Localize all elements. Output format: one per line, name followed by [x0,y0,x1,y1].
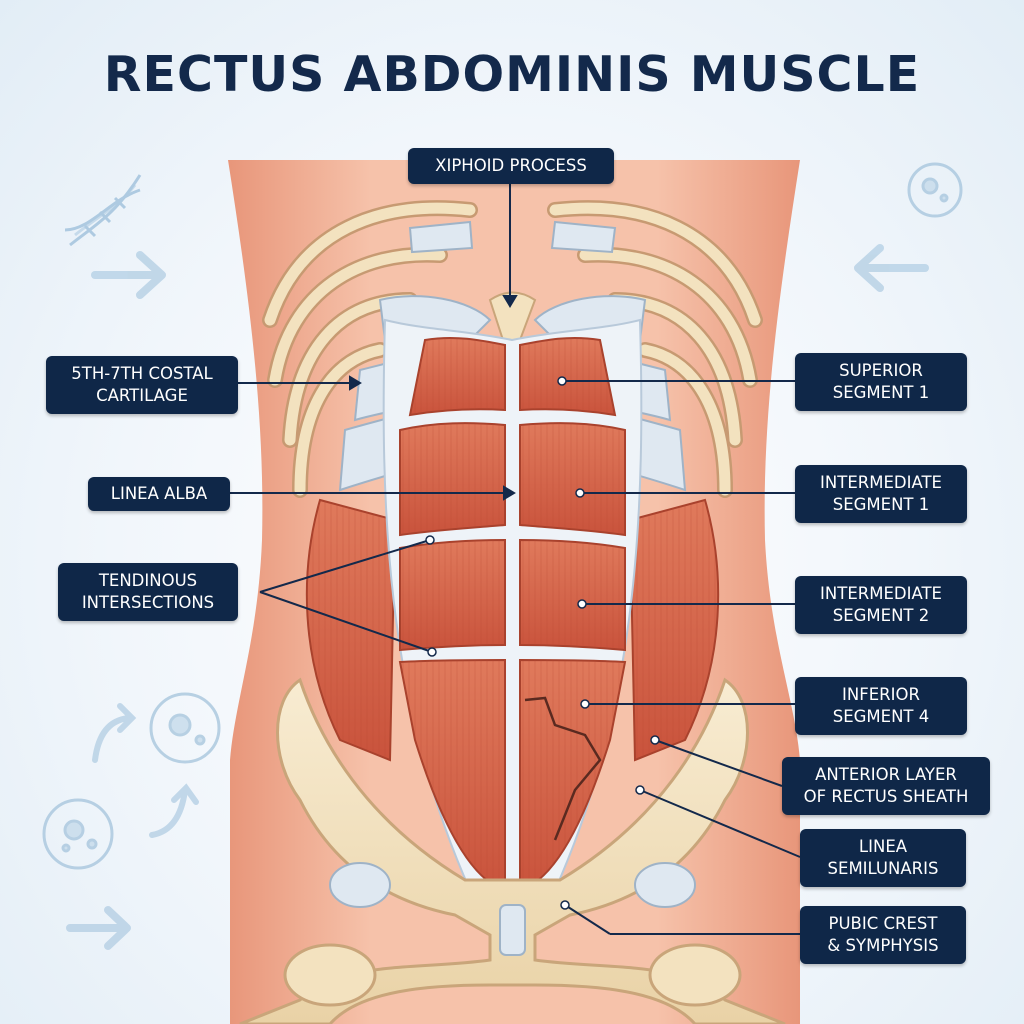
label-costal-cartilage: 5TH-7TH COSTAL CARTILAGE [46,356,238,414]
label-intermediate-segment-2: INTERMEDIATE SEGMENT 2 [795,576,967,634]
label-inferior-segment-4: INFERIOR SEGMENT 4 [795,677,967,735]
leader-dots [425,376,660,910]
cell-icon [907,162,963,218]
rectus-abdominis [398,336,627,892]
label-linea-semilunaris: LINEA SEMILUNARIS [800,829,966,887]
label-anterior-rectus-sheath: ANTERIOR LAYER OF RECTUS SHEATH [782,757,990,815]
label-pubic-crest-symphysis: PUBIC CREST & SYMPHYSIS [800,906,966,964]
oblique-muscles [305,498,720,762]
label-linea-alba: LINEA ALBA [88,477,230,511]
label-intermediate-segment-1: INTERMEDIATE SEGMENT 1 [795,465,967,523]
arrow-left-icon [854,244,929,292]
label-tendinous-intersections: TENDINOUS INTERSECTIONS [58,563,238,621]
cell-icon [42,798,114,870]
muscle-tear-detail [524,696,602,841]
page-title: RECTUS ABDOMINIS MUSCLE [103,46,921,103]
label-xiphoid-process: XIPHOID PROCESS [408,148,614,184]
pelvis [239,677,786,1024]
dna-icon [64,174,142,247]
curved-arrow-icon [92,703,199,838]
leader-lines [230,182,801,935]
arrow-right-icon [91,251,166,299]
cell-icon [149,692,221,764]
arrow-right-icon [66,906,131,950]
label-superior-segment-1: SUPERIOR SEGMENT 1 [795,353,967,411]
